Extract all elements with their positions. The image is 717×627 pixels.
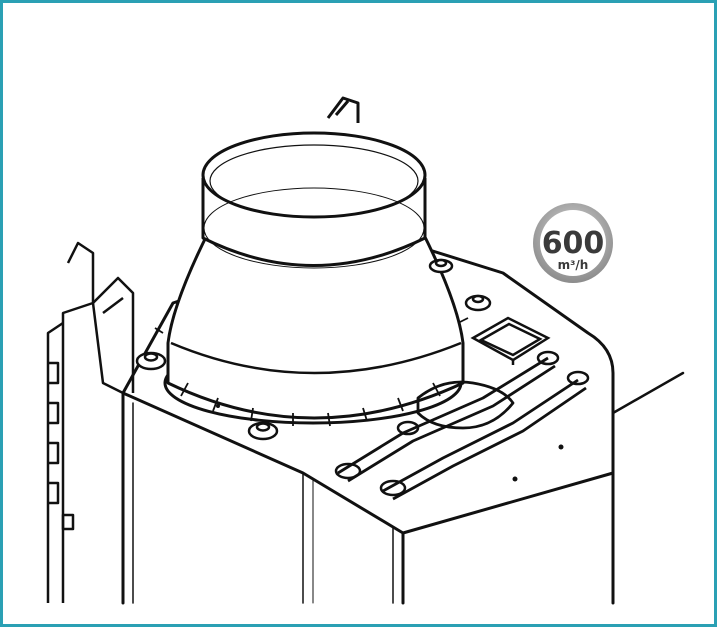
- airflow-badge: 600 m³/h: [533, 203, 613, 283]
- surface-dots: [216, 404, 564, 482]
- top-channels: [337, 356, 587, 501]
- top-handle: [326, 96, 360, 123]
- airflow-unit: m³/h: [558, 258, 589, 272]
- collar-clips: [154, 317, 469, 427]
- duct-collar: [163, 131, 465, 425]
- mounting-bosses: [135, 258, 590, 497]
- square-port: [470, 316, 551, 365]
- badge-face: [540, 210, 606, 276]
- mounting-bracket: [46, 241, 135, 603]
- ventilation-unit-drawing: 600 m³/h: [46, 96, 685, 605]
- airflow-value: 600: [542, 226, 605, 261]
